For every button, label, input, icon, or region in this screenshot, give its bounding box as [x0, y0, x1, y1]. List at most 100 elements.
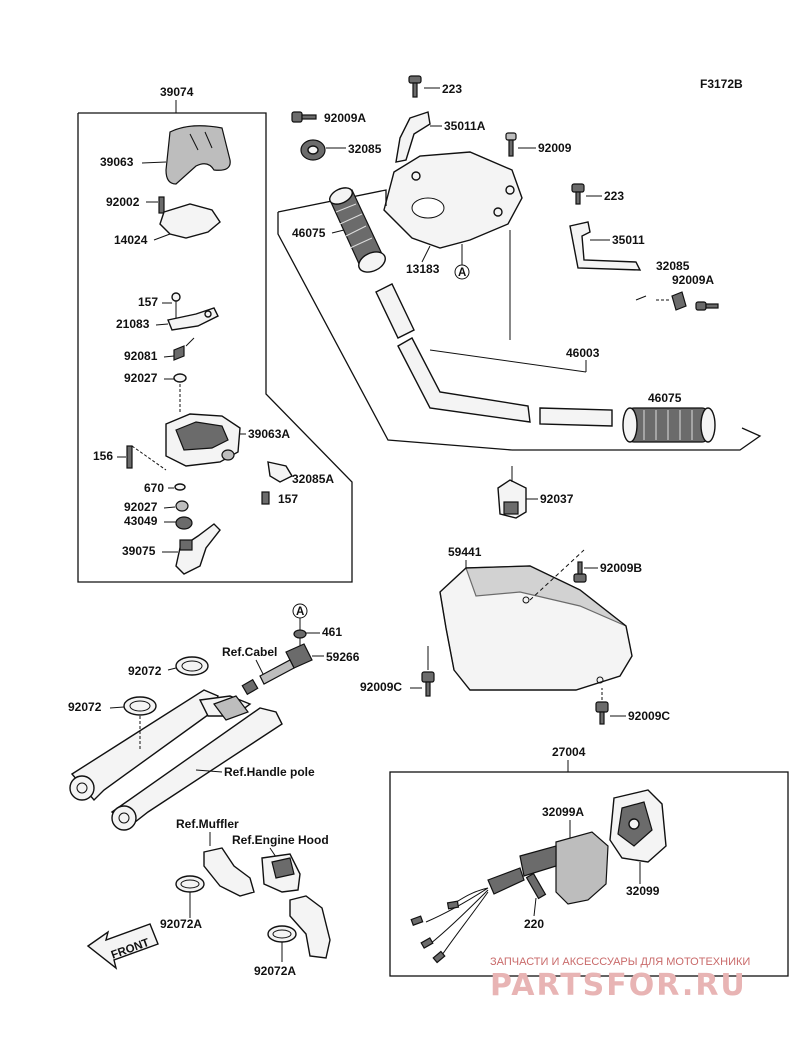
label-92072-upper: 92072: [128, 664, 162, 678]
switch-cover: [165, 125, 231, 185]
seal-43049: [175, 516, 193, 530]
bolt-92009B: [573, 573, 587, 583]
label-ref-engine-hood: Ref.Engine Hood: [232, 833, 329, 847]
bolt-92009C-right: [595, 701, 609, 713]
handlebar-group: 223 92009A 35011A 32085 92009 13183 A: [277, 75, 762, 519]
washer-461: [293, 629, 307, 639]
clip-32085A: [267, 461, 293, 483]
switch-assembly-group: 39074 39063 92002 14024 157 21083 92081 …: [77, 85, 353, 583]
label-59266: 59266: [326, 650, 360, 664]
washer-92027-lower: [175, 500, 189, 512]
label-43049: 43049: [124, 514, 158, 528]
screw-92002: [158, 196, 165, 214]
label-92009: 92009: [538, 141, 572, 155]
clamp-92072A-left: [175, 875, 205, 893]
spring-92081: [173, 345, 185, 361]
handle-cover-group: 59441 92009B 92009C 92009C: [360, 545, 670, 725]
clamp-92072A-right: [267, 925, 297, 943]
clip-32085-right: [671, 291, 687, 311]
bolt-92009: [505, 132, 517, 141]
bolt-223-top: [408, 75, 422, 84]
watermark-site: PARTSFOR.RU: [490, 968, 747, 1003]
label-32099A: 32099A: [542, 805, 584, 819]
screw-157-top: [171, 292, 181, 302]
label-92009B: 92009B: [600, 561, 642, 575]
bracket-35011A: [395, 111, 431, 163]
washer-92027-top: [173, 373, 187, 383]
label-39063: 39063: [100, 155, 134, 169]
label-ref-muffler: Ref.Muffler: [176, 817, 239, 831]
clamp-92072-lower: [123, 696, 157, 716]
label-92002: 92002: [106, 195, 140, 209]
bolt-92009C-left: [421, 671, 435, 683]
ref-a-bottom-label: A: [296, 606, 304, 618]
label-27004: 27004: [552, 745, 586, 759]
screw-220: [525, 872, 547, 900]
muffler-hose: [203, 847, 255, 897]
wire-leads: [425, 887, 489, 959]
pole-end-left: [69, 775, 95, 801]
pole-end-right: [111, 805, 137, 831]
label-ref-handle-pole: Ref.Handle pole: [224, 765, 315, 779]
label-35011A: 35011A: [444, 119, 486, 133]
grip-46075-left: [329, 187, 386, 273]
label-92072-lower: 92072: [68, 700, 102, 714]
bolt-223-right: [571, 183, 585, 193]
bracket-35011: [569, 221, 642, 271]
handle-pole-group: A 461 59266 Ref.Cabel Ref.Handle pole 92…: [68, 603, 360, 831]
switch-27004-frame: [389, 771, 789, 977]
handlebar-segment-3: [539, 407, 613, 427]
screw-157-lower: [261, 491, 270, 505]
label-32099: 32099: [626, 884, 660, 898]
label-461: 461: [322, 625, 342, 639]
switch-assembly-frame: [77, 112, 353, 583]
label-92027-top: 92027: [124, 371, 158, 385]
label-223-top: 223: [442, 82, 462, 96]
label-46075-right: 46075: [648, 391, 682, 405]
ref-a-top-label: A: [458, 267, 466, 279]
label-46075-left: 46075: [292, 226, 326, 240]
front-arrow: FRONT: [86, 923, 159, 970]
grip-46075-right: [622, 407, 716, 443]
label-92009A-right: 92009A: [672, 273, 714, 287]
muffler-group: Ref.Muffler Ref.Engine Hood 92072A 92072…: [160, 817, 331, 978]
label-13183: 13183: [406, 262, 440, 276]
label-223-right: 223: [604, 189, 624, 203]
label-92072A-right: 92072A: [254, 964, 296, 978]
label-46003: 46003: [566, 346, 600, 360]
label-92037: 92037: [540, 492, 574, 506]
label-92009C-right: 92009C: [628, 709, 670, 723]
label-21083: 21083: [116, 317, 150, 331]
watermark-tagline: ЗАПЧАСТИ И АКСЕССУАРЫ ДЛЯ МОТОТЕХНИКИ: [490, 956, 750, 968]
label-92081: 92081: [124, 349, 158, 363]
switch-cover-32099A: [555, 831, 609, 905]
cable: [259, 659, 295, 685]
bolt-92009A-right: [695, 301, 707, 311]
label-39075: 39075: [122, 544, 156, 558]
label-220: 220: [524, 917, 544, 931]
oring-670: [174, 483, 186, 491]
label-92027-lower: 92027: [124, 500, 158, 514]
engine-hood-hose: [289, 895, 331, 959]
label-157-top: 157: [138, 295, 158, 309]
label-32085-top: 32085: [348, 142, 382, 156]
label-ref-cabel: Ref.Cabel: [222, 645, 277, 659]
label-32085-right: 32085: [656, 259, 690, 273]
label-92009A-top: 92009A: [324, 111, 366, 125]
wire-harness-grommet: [487, 867, 525, 895]
label-32085A: 32085A: [292, 472, 334, 486]
label-670: 670: [144, 481, 164, 495]
label-59441: 59441: [448, 545, 482, 559]
label-156: 156: [93, 449, 113, 463]
bolt-92009A-top: [291, 111, 303, 123]
handlebar-segment-1: [375, 283, 415, 339]
watermark: ЗАПЧАСТИ И АКСЕССУАРЫ ДЛЯ МОТОТЕХНИКИ PA…: [490, 956, 750, 1003]
label-35011: 35011: [612, 233, 645, 247]
label-14024: 14024: [114, 233, 148, 247]
clamp-92072-upper: [175, 656, 209, 676]
lever-39075: [175, 523, 221, 575]
label-157-lower: 157: [278, 492, 298, 506]
label-39074: 39074: [160, 85, 194, 99]
plate-13183: [383, 151, 523, 249]
